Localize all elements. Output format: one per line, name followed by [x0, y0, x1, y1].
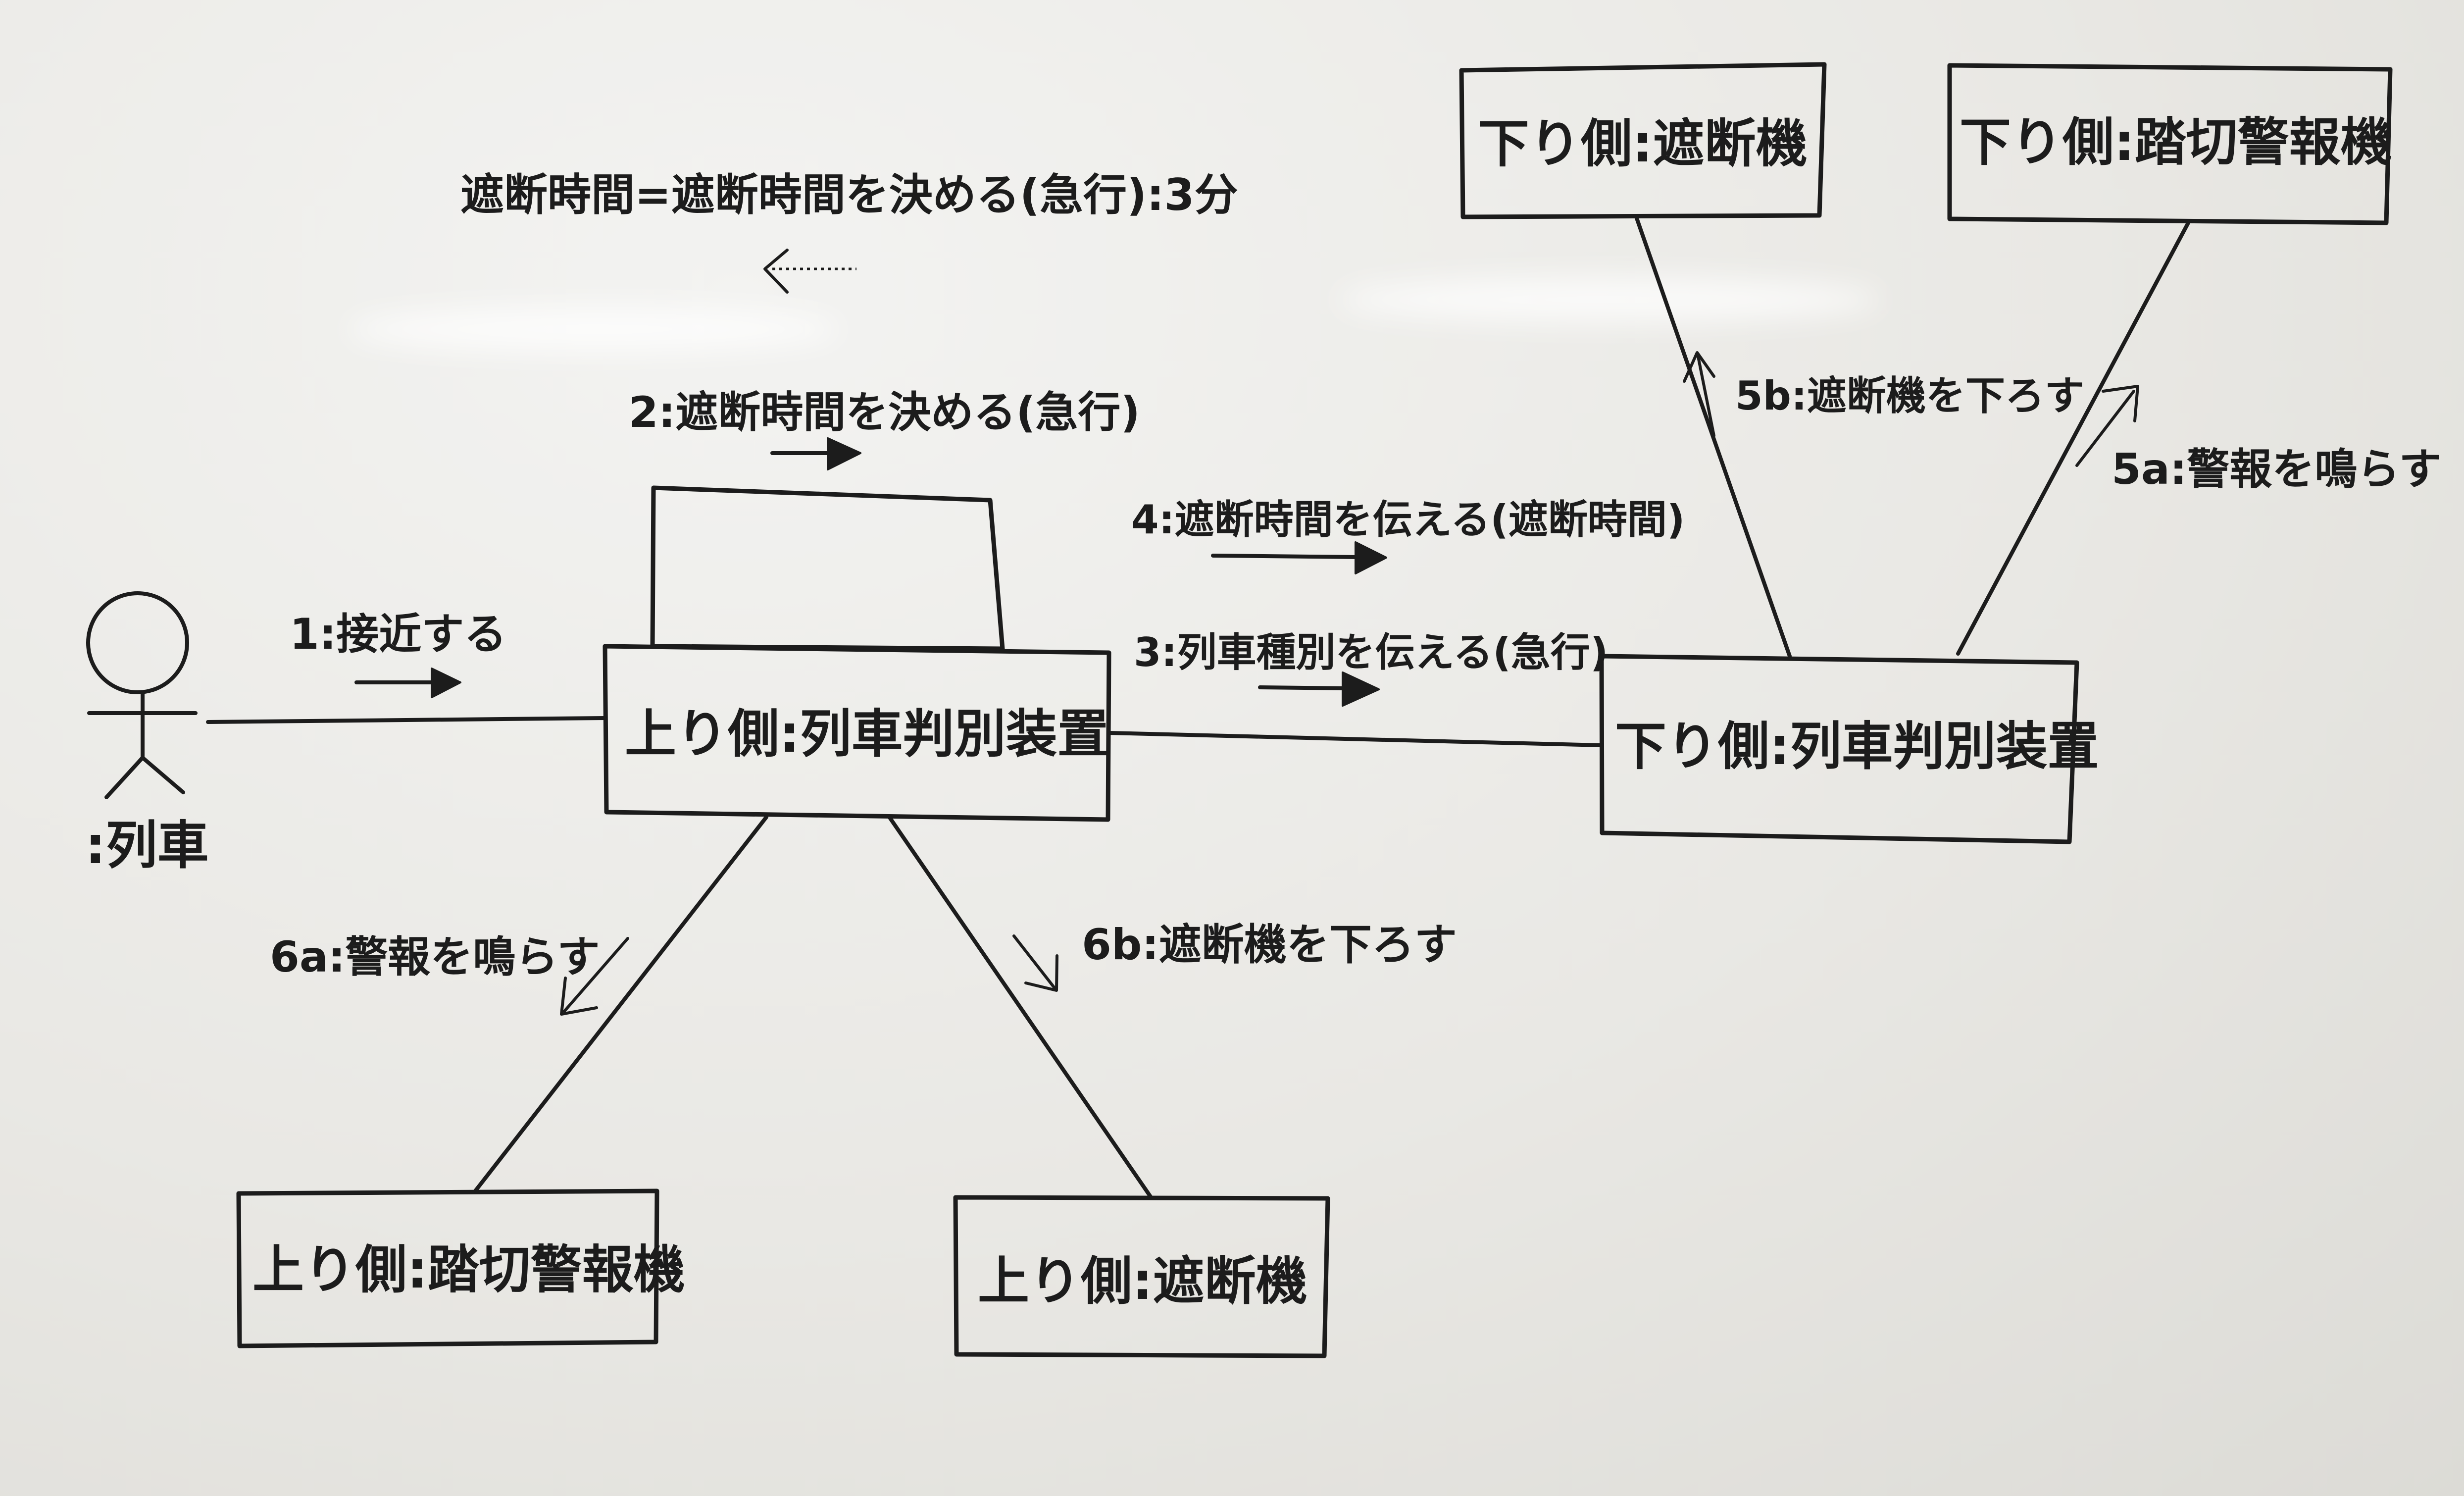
light-glare: [347, 307, 842, 352]
up-detector-self-loop: [650, 485, 1005, 651]
arrow-m6a-icon: [560, 937, 629, 1016]
light-glare: [1337, 277, 1881, 322]
message-5b: 5b:遮断機を下ろす: [1735, 373, 2084, 419]
down-gate-box: [1459, 62, 1827, 219]
message-4: 4:遮断時間を伝える(遮断時間): [1131, 497, 1685, 543]
up-gate-label: 上り側:遮断機: [978, 1251, 1307, 1311]
arrow-m2-icon: [770, 437, 861, 470]
down-detector-label: 下り側:列車判別装置: [1615, 716, 2099, 776]
arrow-m5b-icon: [1683, 351, 1715, 437]
up-detector-label: 上り側:列車判別装置: [625, 704, 1109, 764]
link-actor-up-detector: [206, 716, 607, 724]
arrow-m5a-icon: [2075, 385, 2139, 467]
message-2-return: 遮断時間=遮断時間を決める(急行):3分: [460, 169, 1238, 220]
message-1: 1:接近する: [290, 610, 507, 659]
arrow-m3-icon: [1258, 671, 1380, 707]
actor-stick-figure-icon: [86, 591, 198, 799]
up-alarm-box: [236, 1188, 659, 1348]
up-detector-box: [603, 644, 1111, 822]
message-5a: 5a:警報を鳴らす: [2112, 445, 2442, 494]
message-3: 3:列車種別を伝える(急行): [1134, 629, 1609, 675]
up-alarm-label: 上り側:踏切警報機: [252, 1239, 685, 1300]
message-6b: 6b:遮断機を下ろす: [1082, 920, 1457, 970]
down-alarm-label: 下り側:踏切警報機: [1960, 112, 2392, 172]
message-2: 2:遮断時間を決める(急行): [629, 388, 1140, 437]
arrow-m2-return-icon: [763, 249, 856, 294]
link-up-detector-gate: [887, 814, 1153, 1199]
down-alarm-box: [1947, 63, 2393, 225]
link-down-detector-alarm: [1956, 221, 2190, 656]
arrow-m4-icon: [1211, 541, 1387, 574]
link-up-detector-alarm: [473, 815, 768, 1193]
actor-label: :列車: [85, 815, 209, 876]
up-gate-box: [953, 1195, 1330, 1358]
message-6a: 6a:警報を鳴らす: [270, 932, 600, 982]
down-detector-box: [1599, 654, 2079, 844]
arrow-m6b-icon: [1012, 934, 1058, 992]
link-up-down-detector: [1107, 731, 1604, 747]
down-gate-label: 下り側:遮断機: [1478, 113, 1808, 174]
arrow-m1-icon: [354, 668, 461, 698]
